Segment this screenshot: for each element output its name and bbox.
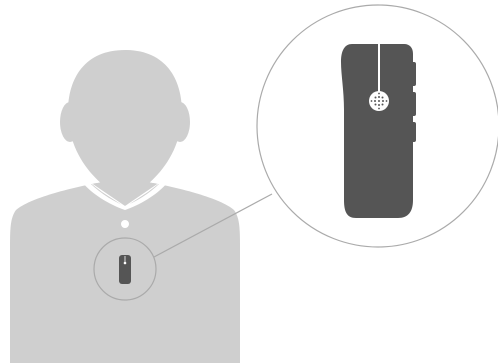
person-silhouette <box>10 50 240 363</box>
person-head <box>68 50 182 196</box>
shirt-button <box>121 220 129 228</box>
microphone-grille-icon <box>369 91 389 111</box>
device-small <box>119 255 131 284</box>
device-magnified <box>341 44 416 218</box>
device-body <box>341 44 413 218</box>
